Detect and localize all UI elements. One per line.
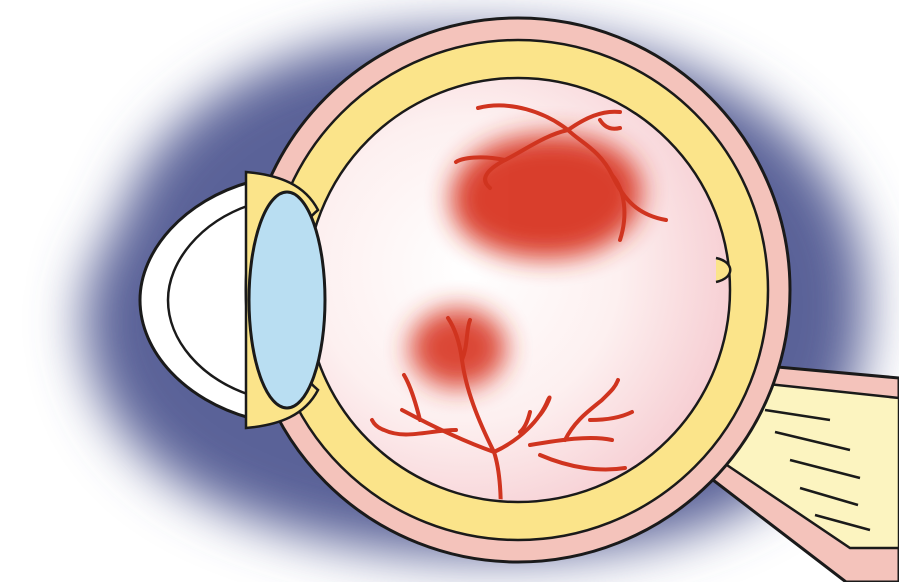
lens bbox=[249, 192, 325, 408]
hemorrhage-upper bbox=[451, 134, 642, 259]
